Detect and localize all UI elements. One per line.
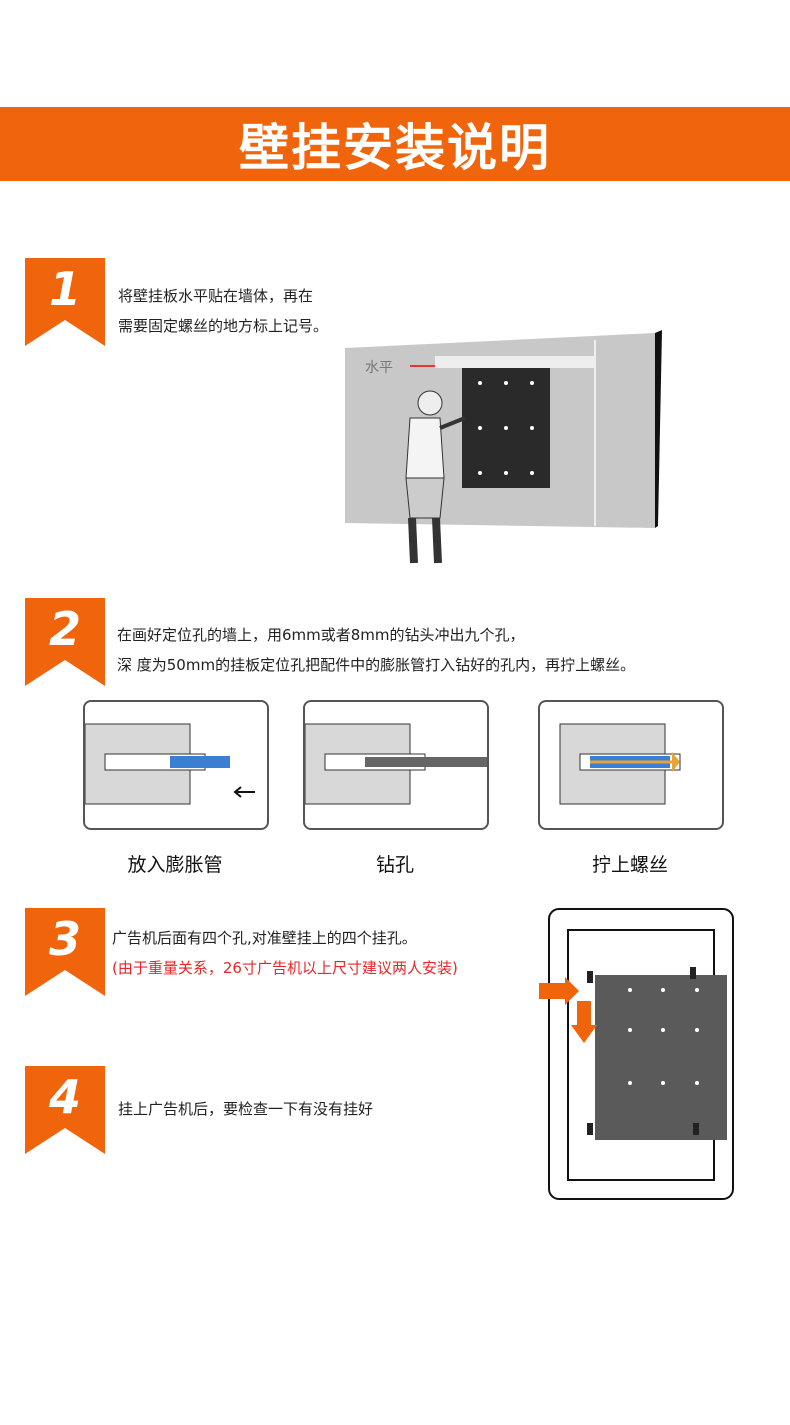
caption-drill: 钻孔	[375, 854, 414, 876]
step-2-text: 在画好定位孔的墙上，用6mm或者8mm的钻头冲出九个孔， 深 度为50mm的挂板定…	[117, 620, 635, 680]
step-number: 4	[48, 1070, 81, 1124]
insert-anchor-diagram	[83, 700, 269, 830]
text-line: 广告机后面有四个孔,对准壁挂上的四个挂孔。	[112, 929, 417, 947]
level-label: 水平	[365, 360, 393, 376]
caption-insert-anchor: 放入膨胀管	[127, 854, 223, 876]
step-number: 3	[48, 912, 81, 966]
text-line: 需要固定螺丝的地方标上记号。	[118, 317, 329, 335]
step-1-text: 将壁挂板水平贴在墙体，再在需要固定螺丝的地方标上记号。	[118, 281, 328, 341]
step-3-badge: 3	[25, 908, 105, 996]
step-number: 2	[48, 602, 81, 656]
caption-screw: 拧上螺丝	[591, 854, 668, 876]
drill-hole-diagram	[303, 700, 489, 830]
weight-note: (由于重量关系，26寸广告机以上尺寸建议两人安装)	[112, 959, 458, 977]
step-2-badge: 2	[25, 598, 105, 686]
screw-in-diagram	[538, 700, 724, 830]
step-3-text: 广告机后面有四个孔,对准壁挂上的四个挂孔。 (由于重量关系，26寸广告机以上尺寸建…	[112, 923, 458, 983]
step-4-badge: 4	[25, 1066, 105, 1154]
title-banner: 壁挂安装说明	[0, 107, 790, 181]
text-line: 深 度为50mm的挂板定位孔把配件中的膨胀管打入钻好的孔内，再拧上螺丝。	[117, 656, 636, 674]
step-1-badge: 1	[25, 258, 105, 346]
text-line: 挂上广告机后，要检查一下有没有挂好	[118, 1100, 374, 1118]
hang-display-illustration	[539, 908, 734, 1200]
text-line: 在画好定位孔的墙上，用6mm或者8mm的钻头冲出九个孔，	[117, 626, 525, 644]
page-title: 壁挂安装说明	[239, 119, 551, 177]
text-line: 将壁挂板水平贴在墙体，再在	[118, 287, 314, 305]
step-number: 1	[48, 262, 81, 316]
step-4-text: 挂上广告机后，要检查一下有没有挂好	[118, 1094, 373, 1124]
wall-mount-illustration: 水平	[345, 330, 662, 564]
